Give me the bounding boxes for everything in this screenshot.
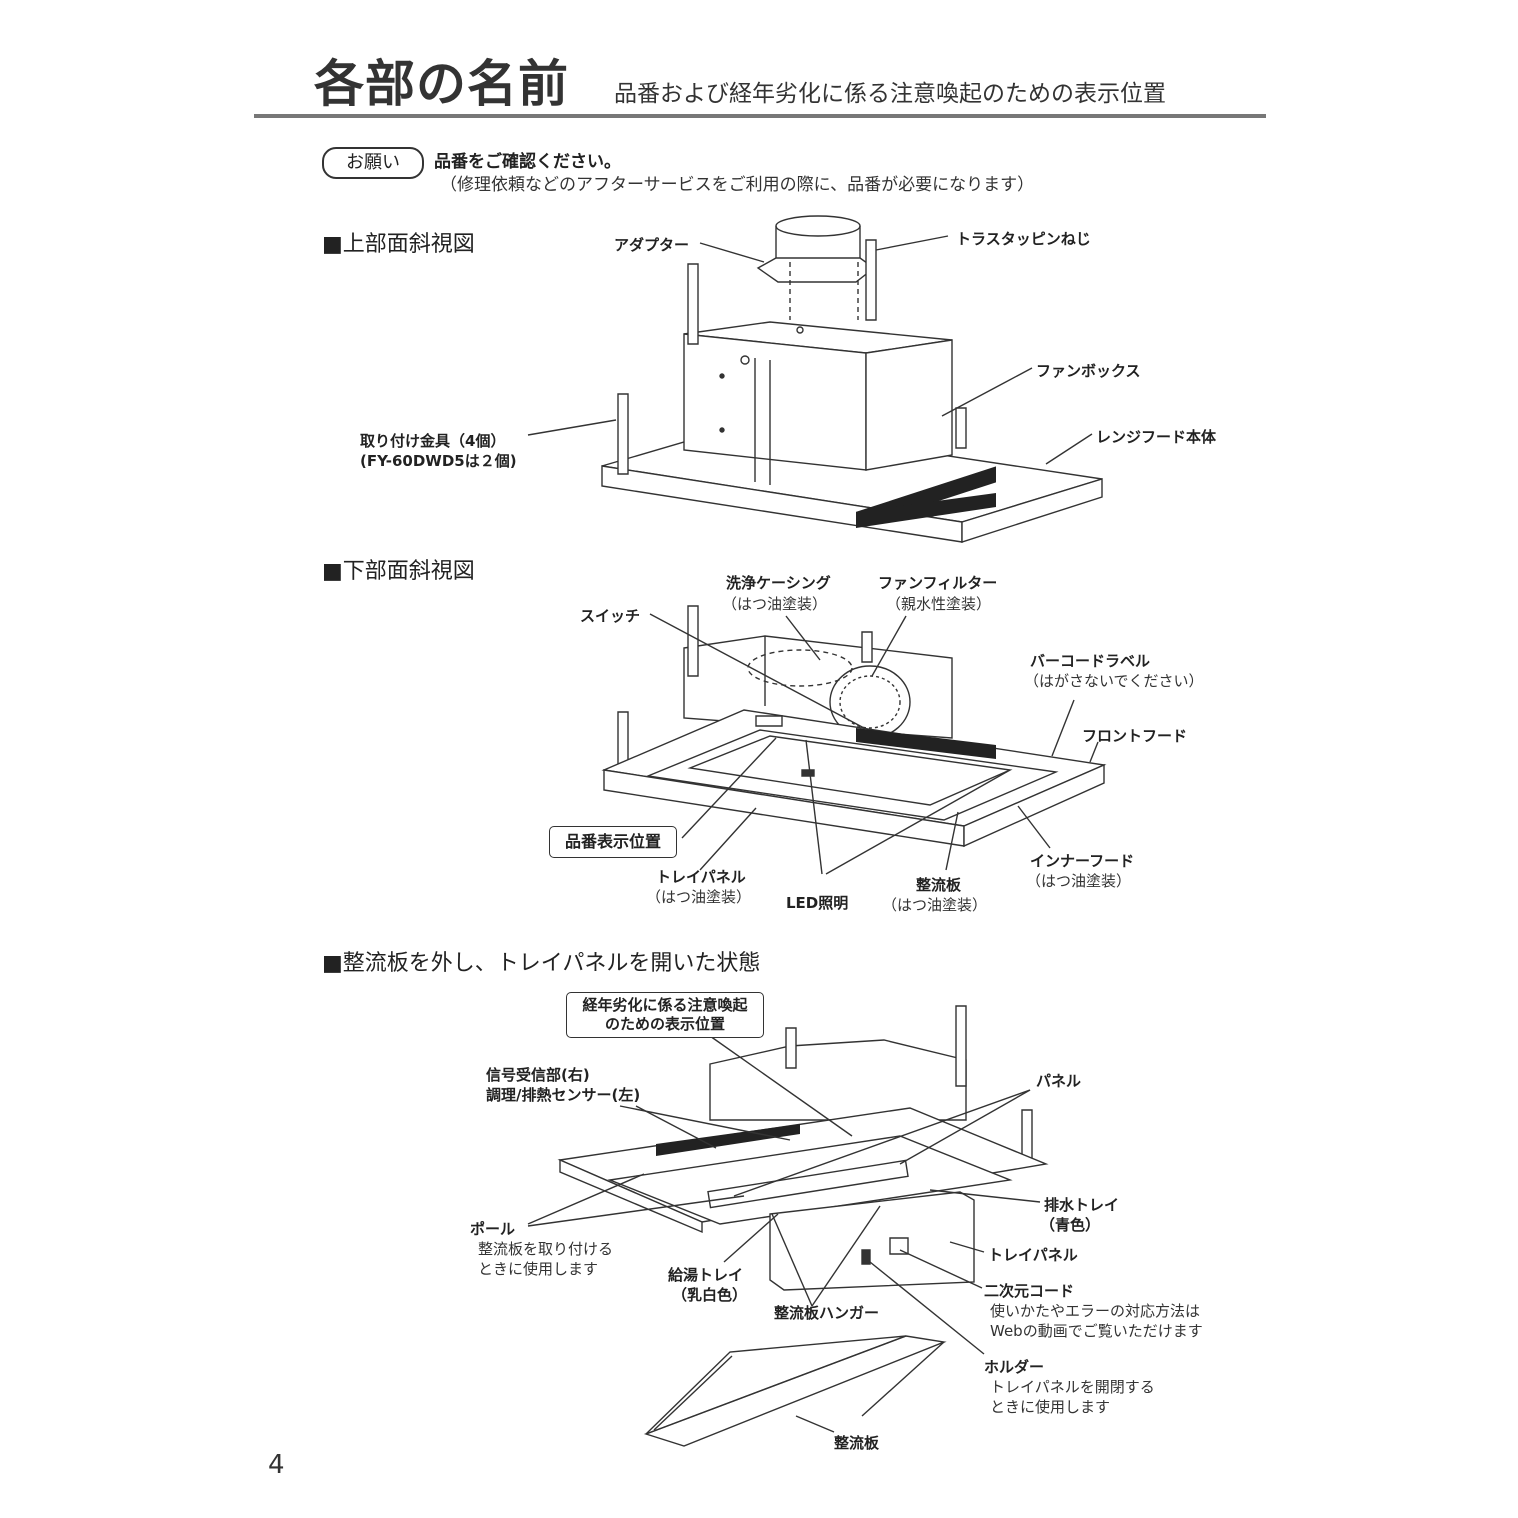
page-title: 各部の名前 <box>314 55 569 113</box>
label-qr-note-1: 使いかたやエラーの対応方法は <box>990 1302 1201 1320</box>
label-tray-panel: トレイパネル <box>656 868 746 886</box>
section-open-view: ■整流板を外し、トレイパネルを開いた状態 <box>322 951 761 976</box>
page-subtitle: 品番および経年劣化に係る注意喚起のための表示位置 <box>614 81 1166 107</box>
label-bracket: 取り付け金具（4個） <box>360 432 506 450</box>
label-barcode-sub: （はがさないでください） <box>1024 672 1204 690</box>
label-hot-tray: 給湯トレイ <box>668 1266 744 1284</box>
label-barcode: バーコードラベル <box>1030 652 1151 670</box>
label-holder-note-1: トレイパネルを開閉する <box>990 1378 1155 1396</box>
label-holder: ホルダー <box>984 1358 1045 1376</box>
label-fanbox: ファンボックス <box>1036 362 1141 380</box>
label-fan-filter-sub: （親水性塗装） <box>886 595 992 613</box>
label-fan-filter: ファンフィルター <box>878 574 998 592</box>
section-bottom-view: ■下部面斜視図 <box>322 559 475 584</box>
top-view-drawing <box>528 216 1102 542</box>
warning-line-1: 経年劣化に係る注意喚起 <box>582 996 748 1014</box>
label-drain-tray-sub: （青色） <box>1040 1216 1101 1234</box>
label-truss-screw: トラスタッピンねじ <box>956 230 1091 248</box>
label-hanger: 整流板ハンガー <box>774 1304 880 1322</box>
label-baffle: 整流板 <box>916 876 962 894</box>
label-pole: ポール <box>470 1220 516 1238</box>
label-inner-hood-sub: （はつ油塗装） <box>1026 872 1132 890</box>
title-rule <box>254 114 1266 118</box>
label-panel: パネル <box>1036 1072 1082 1090</box>
label-model-position: 品番表示位置 <box>549 826 677 858</box>
label-holder-note-2: ときに使用します <box>990 1398 1111 1416</box>
label-pole-note-2: ときに使用します <box>478 1260 599 1278</box>
open-view-drawing <box>528 1006 1046 1446</box>
warning-line-2: のための表示位置 <box>604 1015 725 1033</box>
label-switch: スイッチ <box>580 607 641 625</box>
label-casing-sub: （はつ油塗装） <box>722 595 828 613</box>
label-drain-tray: 排水トレイ <box>1044 1196 1120 1214</box>
label-qr-code: 二次元コード <box>984 1282 1075 1300</box>
notice-sub: （修理依頼などのアフターサービスをご利用の際に、品番が必要になります） <box>440 175 1035 195</box>
label-front-hood: フロントフード <box>1082 727 1188 745</box>
label-sensor: 調理/排熱センサー(左) <box>486 1086 641 1104</box>
bottom-view-drawing <box>604 606 1104 874</box>
label-warning-position: 経年劣化に係る注意喚起 のための表示位置 <box>566 992 764 1038</box>
section-top-view: ■上部面斜視図 <box>322 232 475 257</box>
label-inner-hood: インナーフード <box>1030 852 1135 870</box>
label-hood-body: レンジフード本体 <box>1096 428 1217 446</box>
label-adapter: アダプター <box>614 236 690 254</box>
label-signal-receiver: 信号受信部(右) <box>486 1066 590 1084</box>
label-pole-note-1: 整流板を取り付ける <box>478 1240 614 1258</box>
label-baffle-sub: （はつ油塗装） <box>882 896 988 914</box>
notice-main: 品番をご確認ください。 <box>434 152 621 172</box>
label-open-baffle: 整流板 <box>834 1434 880 1452</box>
label-hot-tray-sub: （乳白色） <box>672 1286 748 1304</box>
page-number: 4 <box>268 1450 285 1480</box>
label-led: LED照明 <box>786 894 849 912</box>
label-open-tray-panel: トレイパネル <box>988 1246 1078 1264</box>
label-tray-panel-sub: （はつ油塗装） <box>646 888 752 906</box>
notice-badge: お願い <box>322 147 424 179</box>
label-casing: 洗浄ケーシング <box>726 574 831 592</box>
label-bracket-note: (FY-60DWD5は２個) <box>360 452 517 470</box>
label-qr-note-2: Webの動画でご覧いただけます <box>990 1322 1203 1340</box>
